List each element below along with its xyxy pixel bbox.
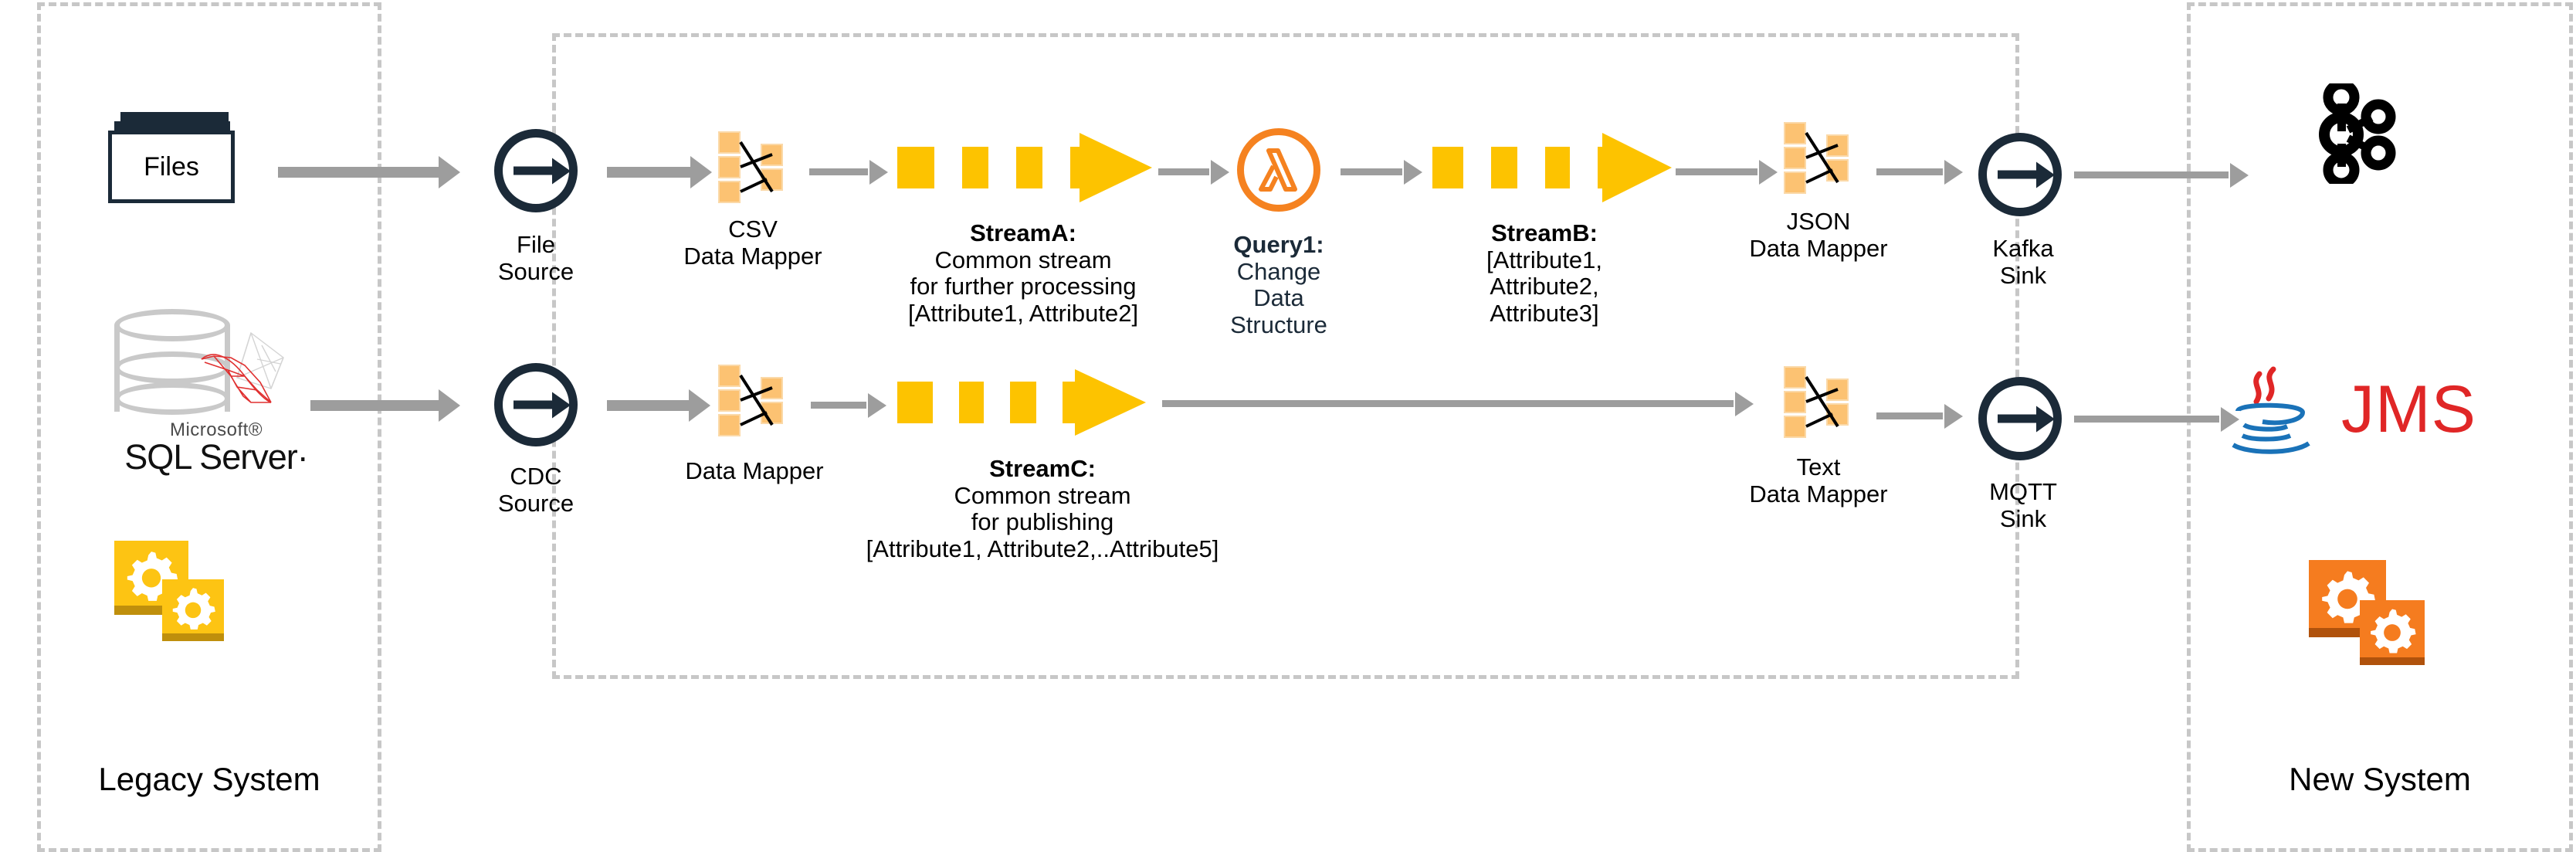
connector-text-mapper-to-mqtt-sink [1876, 412, 1943, 419]
mqtt-sink-icon [1978, 377, 2062, 460]
csv-data-mapper-icon [718, 131, 789, 203]
file-source-icon [494, 129, 578, 212]
connector-file-source-to-csv-mapper [607, 167, 692, 178]
jms-target: JMS [2229, 363, 2476, 456]
stream-b-icon [1432, 133, 1672, 202]
legacy-gears-icon [114, 541, 224, 649]
connector-data-mapper-to-streamc [811, 402, 866, 409]
text-data-mapper-icon [1784, 366, 1855, 438]
new-system-gears-icon [2309, 560, 2425, 676]
connector-cdc-source-to-data-mapper [607, 400, 690, 411]
connector-streamc-to-text-mapper [1162, 400, 1734, 407]
new-system-label: New System [2289, 761, 2471, 797]
json-data-mapper-icon [1784, 122, 1855, 194]
csv-data-mapper-label: CSV Data Mapper [683, 216, 822, 270]
sql-server-product: SQL Server· [124, 437, 308, 477]
stream-a-label: StreamA: Common stream for further proce… [907, 219, 1139, 328]
java-coffee-cup-icon [2232, 366, 2310, 454]
aws-lambda-icon [1237, 128, 1320, 212]
sql-server-logo-icon [201, 331, 284, 403]
connector-database-to-cdc-source [310, 400, 440, 411]
sql-server-vendor: Microsoft® [169, 419, 263, 440]
mqtt-sink-label: MQTT Sink [1989, 478, 2057, 532]
connector-mqtt-sink-to-jms [2074, 416, 2219, 423]
streaming-pipeline-group [552, 33, 2019, 679]
connector-query1-to-streamb [1341, 168, 1402, 175]
connector-files-to-file-source [278, 167, 440, 178]
files-label: Files [144, 151, 199, 182]
json-data-mapper-label: JSON Data Mapper [1749, 208, 1888, 262]
stream-a-icon [897, 133, 1152, 202]
cdc-source-icon [494, 363, 578, 446]
jms-label: JMS [2341, 372, 2476, 446]
stream-c-icon [897, 369, 1146, 436]
data-mapper-label: Data Mapper [685, 457, 824, 484]
kafka-sink-icon [1978, 133, 2062, 216]
query1-label: Query1: Change Data Structure [1230, 231, 1327, 339]
database-cylinder-icon [114, 309, 230, 429]
data-mapper-icon [718, 365, 789, 436]
diagram-canvas: Files Microsoft® SQL Server· [0, 0, 2576, 823]
files-icon: Files [108, 112, 235, 203]
legacy-system-label: Legacy System [98, 761, 320, 797]
connector-streama-to-query1 [1158, 168, 1209, 175]
connector-csv-mapper-to-streama [809, 168, 868, 175]
stream-c-label: StreamC: Common stream for publishing [A… [866, 455, 1219, 563]
stream-b-label: StreamB: [Attribute1, Attribute2, Attrib… [1486, 219, 1602, 328]
connector-json-mapper-to-kafka-sink [1876, 168, 1943, 175]
sql-server-wordmark: Microsoft® SQL Server· [100, 419, 332, 477]
file-source-label: File Source [497, 231, 575, 285]
connector-kafka-sink-to-kafka [2074, 171, 2229, 178]
connector-streamb-to-json-mapper [1676, 168, 1757, 175]
apache-kafka-logo-icon [2319, 83, 2396, 184]
kafka-sink-label: Kafka Sink [1992, 235, 2054, 289]
text-data-mapper-label: Text Data Mapper [1749, 453, 1888, 507]
cdc-source-label: CDC Source [497, 463, 575, 517]
